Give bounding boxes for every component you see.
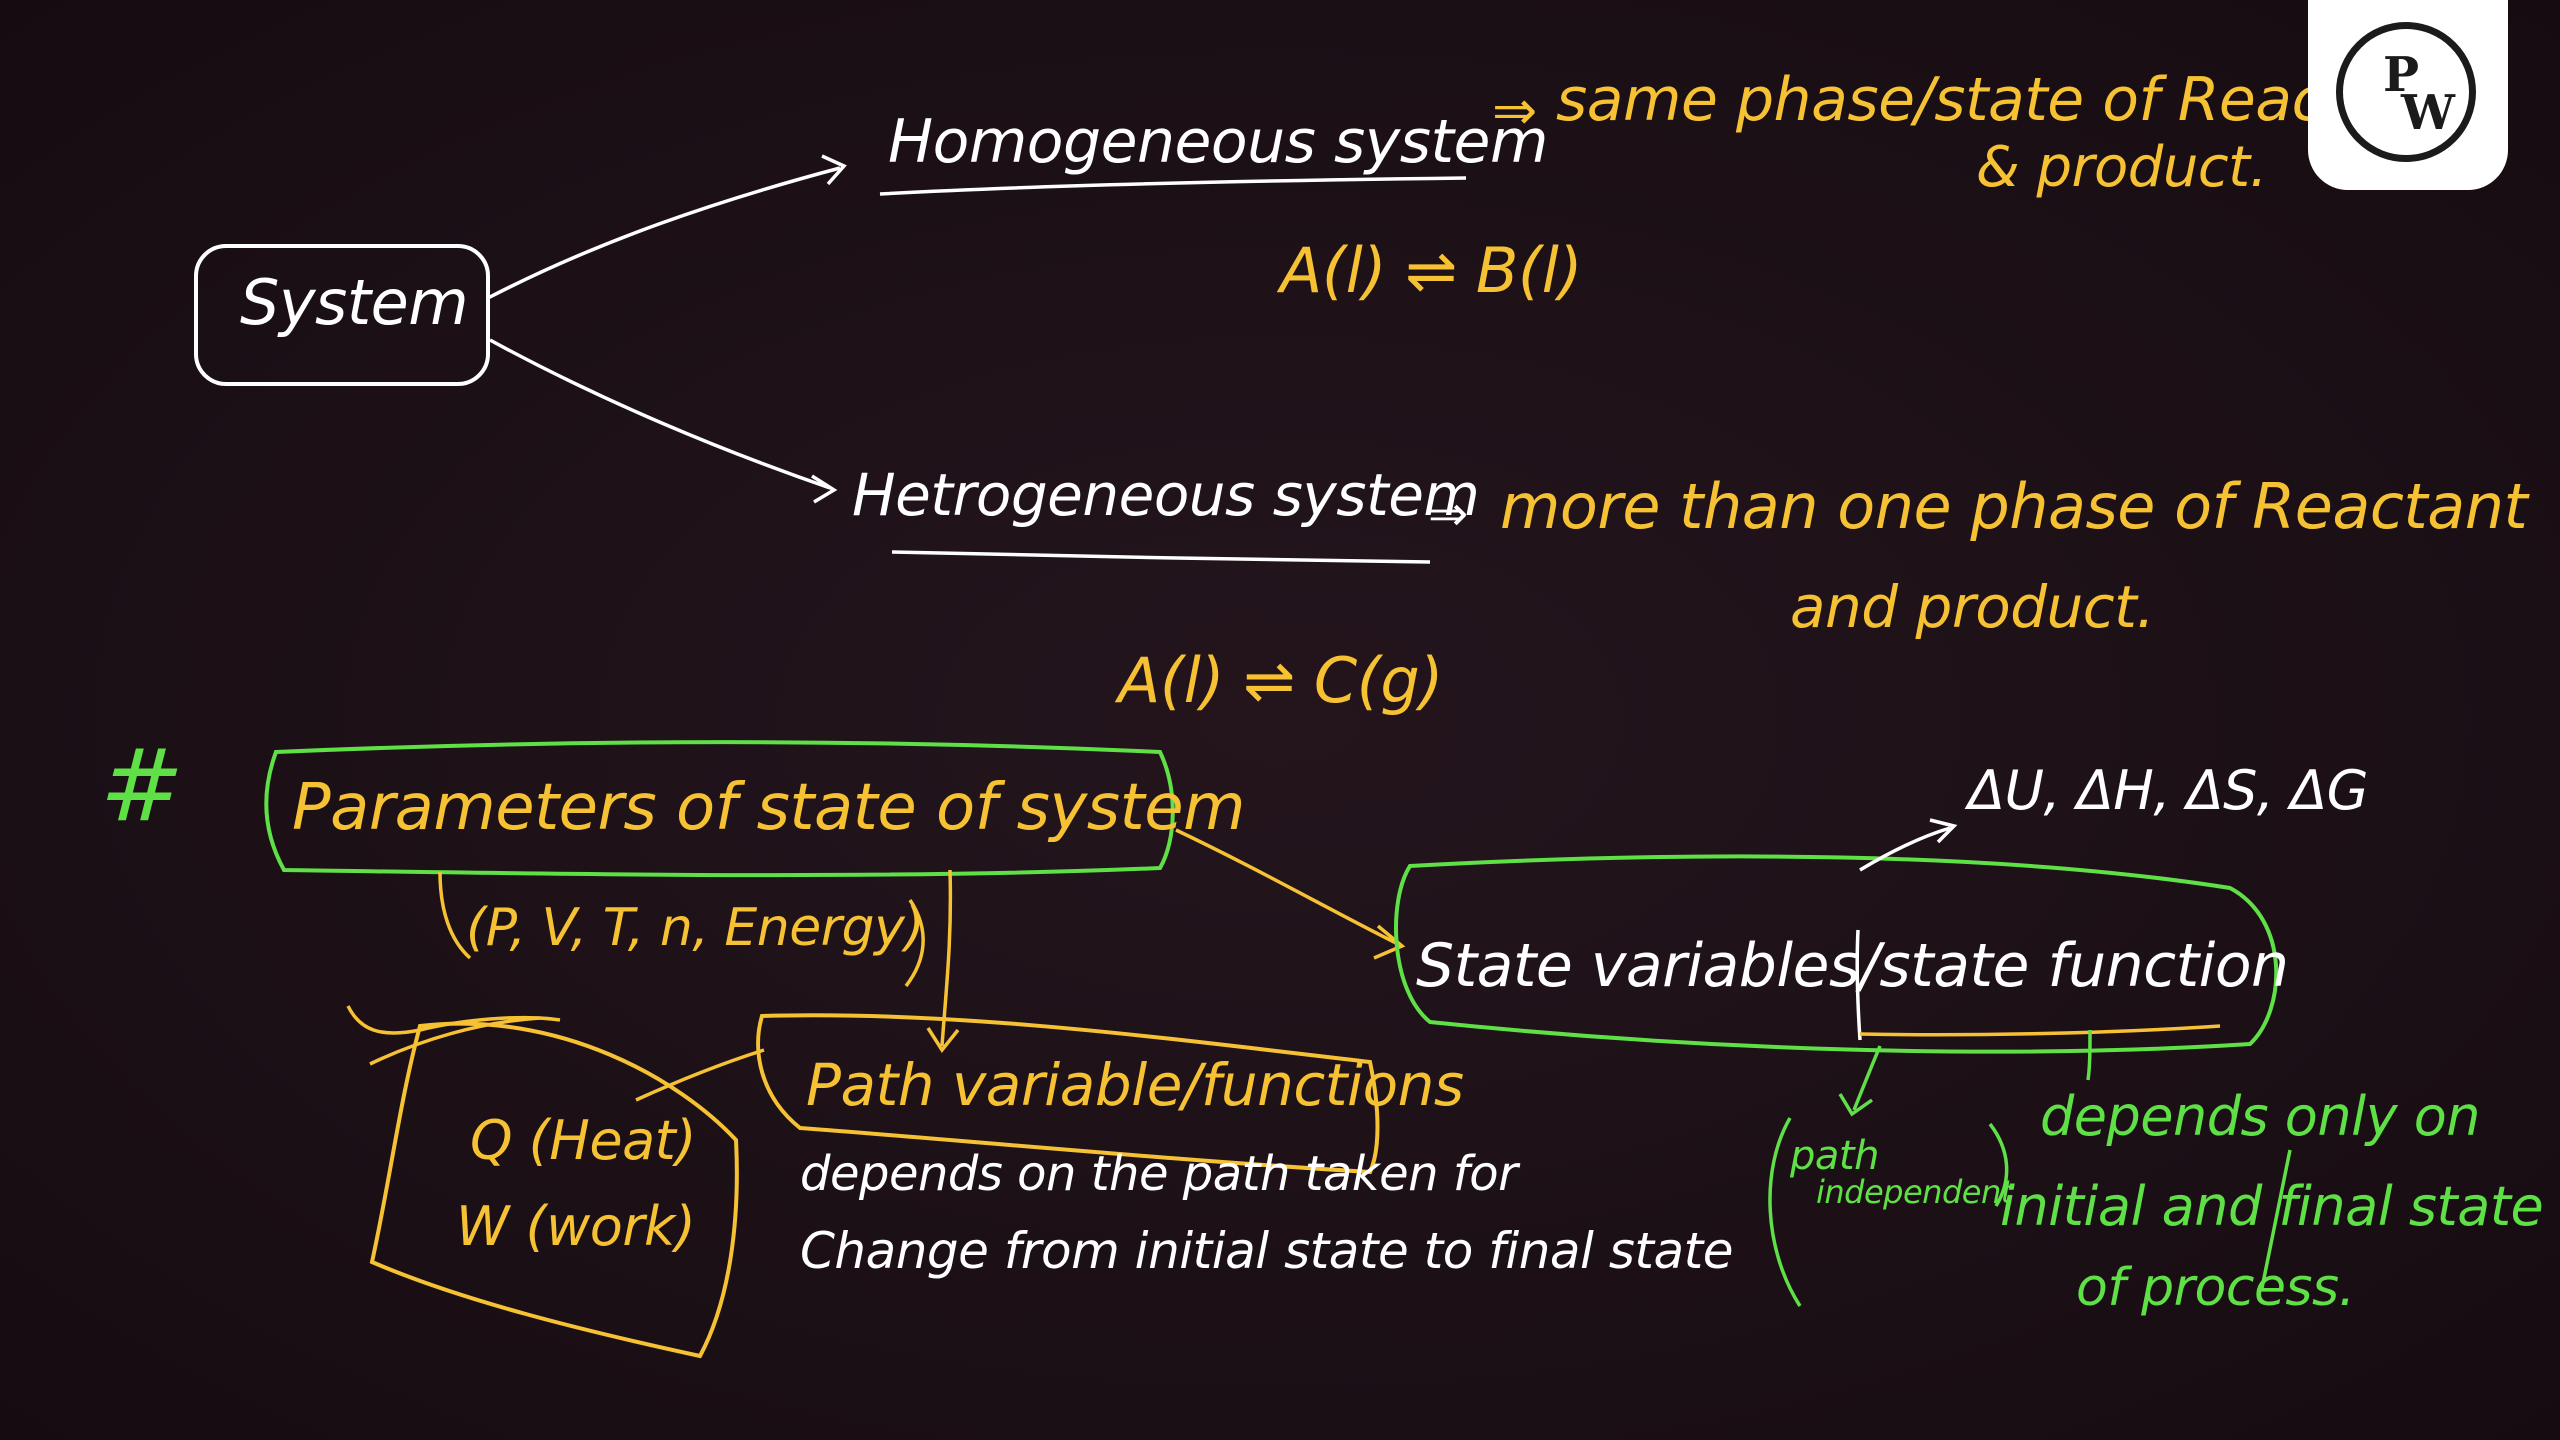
arrowhead-examples: [1929, 818, 1958, 844]
paren-open: [1768, 1117, 1802, 1307]
heterogeneous-desc-line1: more than one phase of Reactant: [1500, 470, 2528, 543]
homogeneous-arrow: ⇒: [1492, 79, 1537, 142]
heterogeneous-desc-line2: and product.: [1790, 573, 2155, 641]
path-example-heat: Q (Heat): [470, 1109, 696, 1172]
logo-ring: P W: [2336, 22, 2476, 162]
arrowhead-state: [1373, 924, 1406, 960]
logo-letter-p: P: [2383, 47, 2420, 103]
parameters-list: (P, V, T, n, Energy): [466, 898, 925, 958]
state-title: State variables/state function: [1416, 931, 2289, 1001]
underline-state: [1859, 1024, 2221, 1037]
heterogeneous-arrow: ⇒: [1428, 486, 1468, 542]
long-stroke-final: [2260, 1149, 2292, 1289]
arrowhead-heterogeneous: [811, 474, 838, 504]
logo-letter-w: W: [2401, 85, 2455, 141]
scribble-mark: [346, 1005, 561, 1035]
parameters-list-close: [904, 899, 925, 988]
arrowhead-path-independent: [1838, 1093, 1874, 1117]
homogeneous-title: Homogeneous system: [888, 107, 1548, 177]
arrow-to-homogeneous: [487, 166, 841, 300]
parameters-list-underline: [438, 871, 472, 960]
underline-homogeneous: [879, 176, 1467, 196]
parameters-box: [264, 740, 1175, 878]
path-example-work: W (work): [456, 1195, 696, 1258]
arrow-depends: [2086, 1029, 2092, 1081]
state-path-word: path: [1790, 1133, 1879, 1179]
state-box: [1394, 854, 2279, 1054]
homogeneous-equation: A(l) ⇌ B(l): [1280, 234, 1583, 307]
arrow-to-path: [940, 869, 953, 1047]
state-desc-line2: initial and final state: [2000, 1175, 2544, 1238]
system-label: System: [240, 266, 469, 339]
parameters-title: Parameters of state of system: [292, 771, 1245, 845]
path-box: [756, 1013, 1380, 1175]
underline-heterogeneous: [891, 550, 1431, 564]
scribble-mark-2: [369, 1016, 541, 1066]
pw-logo: P W: [2308, 0, 2508, 190]
state-divider: [1855, 929, 1862, 1041]
arrow-to-heterogeneous: [489, 338, 831, 490]
path-desc-line2: Change from initial state to final state: [800, 1222, 1733, 1280]
arrow-to-state: [1175, 828, 1399, 946]
path-title: Path variable/functions: [806, 1051, 1464, 1119]
heterogeneous-equation: A(l) ⇌ C(g): [1118, 644, 1443, 717]
arrow-path-independent: [1852, 1045, 1882, 1111]
hash-mark: #: [100, 727, 184, 844]
examples-box: [369, 1021, 739, 1359]
state-independent-word: independent: [1816, 1173, 2013, 1211]
arrow-to-examples: [1859, 826, 1951, 872]
homogeneous-desc-line1: same phase/state of Reactant: [1556, 65, 2444, 135]
state-desc-line1: depends only on: [2040, 1085, 2480, 1148]
arrowhead-homogeneous: [821, 154, 847, 186]
heterogeneous-title: Hetrogeneous system: [852, 461, 1480, 529]
system-box: [194, 244, 490, 386]
homogeneous-desc-line2: & product.: [1976, 135, 2267, 200]
state-desc-line3: of process.: [2076, 1258, 2355, 1318]
connector-examples: [635, 1048, 765, 1102]
path-desc-line1: depends on the path taken for: [800, 1146, 1518, 1202]
state-examples: ΔU, ΔH, ΔS, ΔG: [1968, 759, 2369, 822]
arrowhead-path: [926, 1027, 960, 1054]
paren-close: [1988, 1122, 2009, 1207]
